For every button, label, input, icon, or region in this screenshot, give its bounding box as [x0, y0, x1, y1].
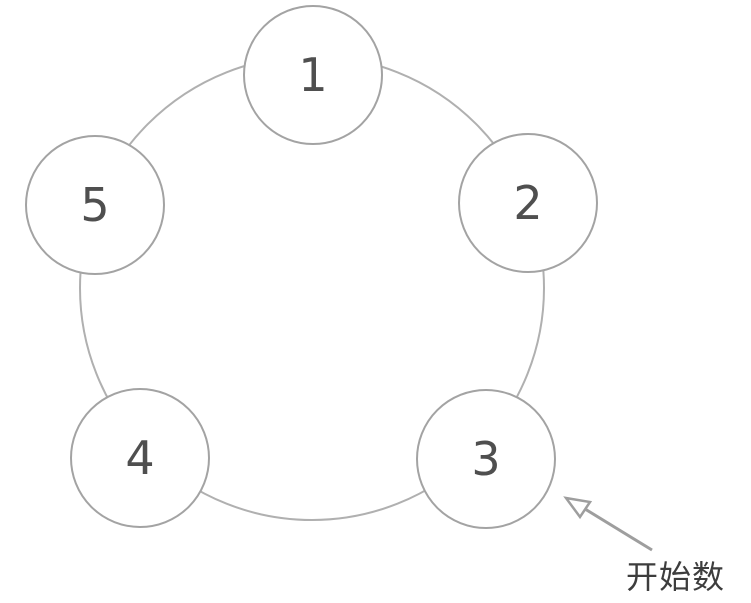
node-2: 2: [458, 133, 598, 273]
annotation-arrow-shaft: [584, 507, 653, 552]
node-1: 1: [243, 5, 383, 145]
node-4: 4: [70, 388, 210, 528]
node-3: 3: [416, 389, 556, 529]
node-2-label: 2: [513, 176, 543, 230]
node-1-label: 1: [298, 48, 328, 102]
node-4-label: 4: [125, 431, 155, 485]
node-3-label: 3: [471, 432, 501, 486]
node-5: 5: [25, 135, 165, 275]
annotation-arrowhead-icon: [563, 496, 593, 520]
node-5-label: 5: [80, 178, 110, 232]
start-counting-annotation: 开始数: [626, 558, 726, 596]
